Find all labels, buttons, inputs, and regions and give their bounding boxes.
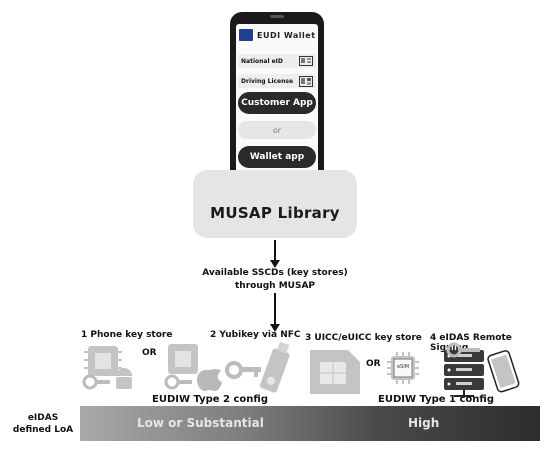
loa-low-substantial: Low or Substantial [137,416,264,430]
available-sscds-line1: Available SSCDs (key stores) [202,268,348,278]
loa-gradient-bar [80,406,540,441]
phone-keystore-label: 1 Phone key store [81,330,173,340]
uicc-keystore-label: 3 UICC/eUICC key store [305,333,422,343]
sim-card-icon [310,350,360,394]
customer-app-button[interactable]: Customer App [238,92,316,114]
loa-high: High [408,416,440,430]
wallet-title: EUDI Wallet [257,30,316,40]
android-keystore-icon [82,346,132,390]
yubikey-icon [225,341,290,393]
national-eid-label: National eID [241,57,283,65]
id-card-icon [299,56,313,66]
esim-label: eSIM [396,364,410,370]
musap-library-label: MUSAP Library [210,204,340,222]
or-label-1: OR [142,348,157,358]
or-label: or [238,121,316,139]
phone-speaker [270,15,284,18]
license-card-icon [299,75,313,87]
eu-flag-icon [239,29,253,41]
wallet-app-button[interactable]: Wallet app [238,146,316,168]
type1-config-label: EUDIW Type 1 config [378,394,494,405]
eidas-loa-label-line2: defined LoA [12,425,74,435]
eidas-loa-label-line1: eIDAS [27,413,59,423]
wallet-header: EUDI Wallet [236,26,318,44]
national-eid-item[interactable]: National eID [238,54,316,68]
driving-license-item[interactable]: Driving License [238,74,316,88]
type2-config-label: EUDIW Type 2 config [152,394,268,405]
esim-chip-icon [387,352,419,384]
driving-license-label: Driving License [241,77,294,85]
musap-library-box [193,170,357,238]
remote-signing-server-icon [444,342,520,397]
available-sscds-line2: through MUSAP [234,281,316,291]
ios-keystore-icon [164,344,222,391]
or-label-2: OR [366,359,381,369]
yubikey-label: 2 Yubikey via NFC [210,330,301,340]
